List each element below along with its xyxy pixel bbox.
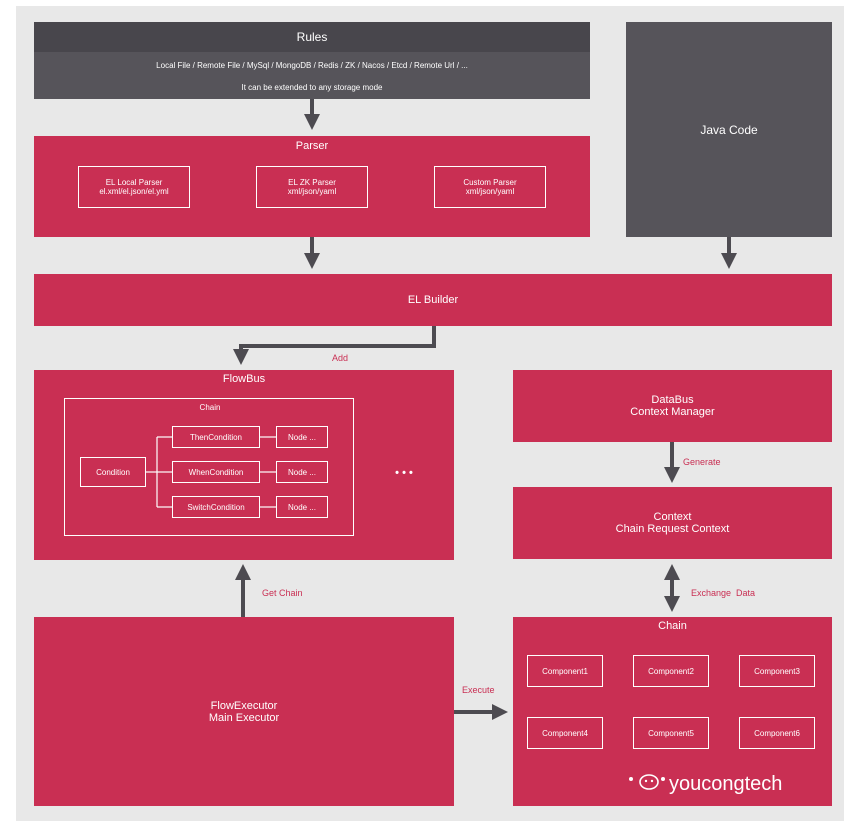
watermark: youcongtech bbox=[627, 771, 827, 797]
node-box-then: Node ... bbox=[276, 426, 328, 448]
exchange-data-label: Exchange Data bbox=[691, 588, 756, 598]
condition-box: Condition bbox=[80, 457, 146, 487]
flowbus-chain-frame: Chain bbox=[64, 398, 354, 536]
flowbus-title: FlowBus bbox=[222, 373, 266, 385]
context-title: Context bbox=[653, 511, 692, 523]
parser-item-zk-formats: xml/json/yaml bbox=[287, 187, 337, 196]
chain-block: Chain Component1 Component2 Component3 C… bbox=[513, 617, 832, 806]
component3-box: Component3 bbox=[739, 655, 815, 687]
databus-title: DataBus bbox=[651, 394, 694, 406]
parser-item-zk: EL ZK Parser xml/json/yaml bbox=[256, 166, 368, 208]
diagram-canvas: Rules Local File / Remote File / MySql /… bbox=[16, 6, 844, 821]
arrow-elbuilder-flowbus bbox=[233, 326, 436, 365]
parser-item-custom: Custom Parser xml/json/yaml bbox=[434, 166, 546, 208]
execute-label: Execute bbox=[462, 685, 495, 695]
flowbus-connector-layer bbox=[146, 436, 276, 508]
context-block: Context Chain Request Context bbox=[513, 487, 832, 559]
el-builder-block: EL Builder bbox=[34, 274, 832, 326]
parser-item-local: EL Local Parser el.xml/el.json/el.yml bbox=[78, 166, 190, 208]
switch-condition-box: SwitchCondition bbox=[172, 496, 260, 518]
parser-item-local-title: EL Local Parser bbox=[105, 178, 163, 187]
generate-label: Generate bbox=[683, 457, 721, 467]
get-chain-label: Get Chain bbox=[262, 588, 303, 598]
java-code-label: Java Code bbox=[700, 122, 758, 137]
chain-title: Chain bbox=[658, 620, 687, 632]
flow-executor-block: FlowExecutor Main Executor bbox=[34, 617, 454, 806]
rules-note: It can be extended to any storage mode bbox=[241, 82, 383, 92]
java-code-block: Java Code bbox=[626, 22, 832, 237]
parser-item-zk-title: EL ZK Parser bbox=[288, 178, 336, 187]
flow-executor-subtitle: Main Executor bbox=[208, 711, 280, 724]
el-builder-label: EL Builder bbox=[407, 294, 459, 306]
flowbus-chain-label: Chain bbox=[199, 402, 221, 412]
wechat-icon bbox=[629, 774, 665, 790]
parser-item-local-formats: el.xml/el.json/el.yml bbox=[99, 187, 169, 196]
rules-sources: Local File / Remote File / MySql / Mongo… bbox=[156, 60, 468, 70]
parser-title: Parser bbox=[295, 140, 329, 152]
rules-block: Rules Local File / Remote File / MySql /… bbox=[34, 22, 590, 99]
flowbus-ellipsis: • • • bbox=[395, 467, 413, 479]
component2-box: Component2 bbox=[633, 655, 709, 687]
connector-layer bbox=[233, 99, 737, 720]
component6-box: Component6 bbox=[739, 717, 815, 749]
databus-block: DataBus Context Manager bbox=[513, 370, 832, 442]
databus-subtitle: Context Manager bbox=[630, 406, 715, 418]
add-label: Add bbox=[332, 353, 349, 363]
flowbus-block: FlowBus Chain Condition ThenCondition Wh… bbox=[34, 370, 454, 560]
component5-box: Component5 bbox=[633, 717, 709, 749]
node-box-when: Node ... bbox=[276, 461, 328, 483]
flow-executor-title: FlowExecutor bbox=[210, 699, 278, 712]
context-subtitle: Chain Request Context bbox=[615, 523, 730, 535]
rules-header: Rules bbox=[34, 22, 590, 52]
parser-block: Parser EL Local Parser el.xml/el.json/el… bbox=[34, 136, 590, 237]
node-box-switch: Node ... bbox=[276, 496, 328, 518]
watermark-text: youcongtech bbox=[669, 772, 783, 795]
parser-item-custom-title: Custom Parser bbox=[463, 178, 517, 187]
parser-item-custom-formats: xml/json/yaml bbox=[465, 187, 515, 196]
when-condition-box: WhenCondition bbox=[172, 461, 260, 483]
component4-box: Component4 bbox=[527, 717, 603, 749]
then-condition-box: ThenCondition bbox=[172, 426, 260, 448]
rules-title: Rules bbox=[296, 30, 328, 44]
component1-box: Component1 bbox=[527, 655, 603, 687]
